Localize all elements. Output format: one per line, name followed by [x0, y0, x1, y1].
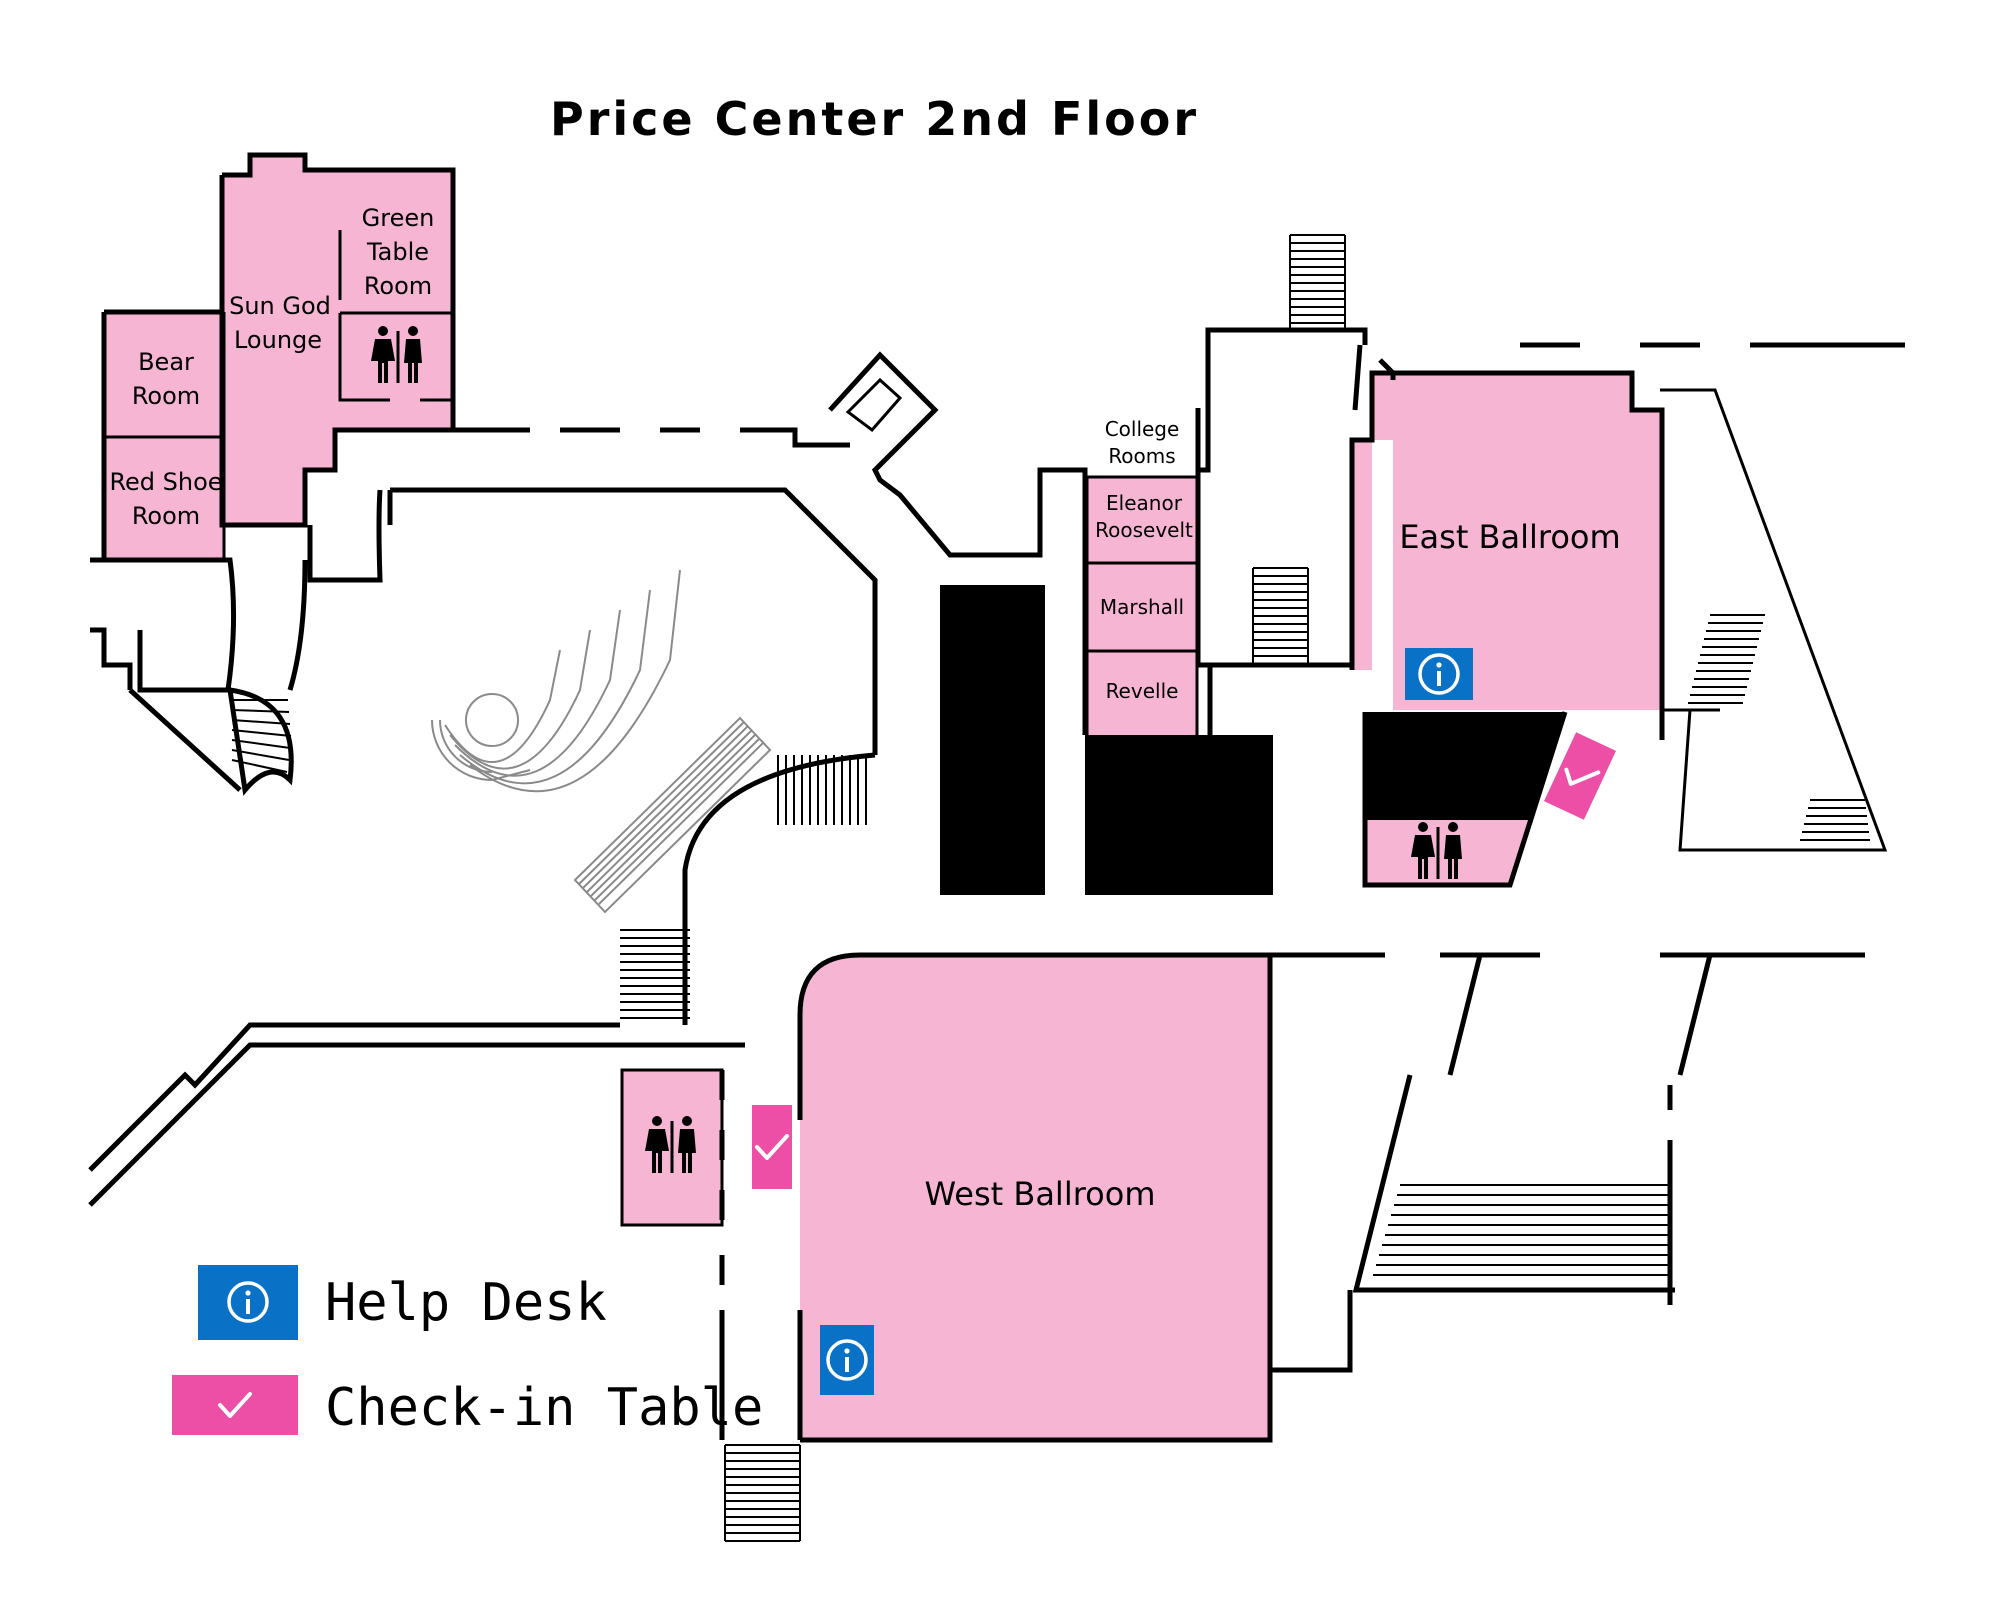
- svg-text:Eleanor: Eleanor: [1106, 491, 1183, 515]
- central-walls: [950, 327, 1368, 735]
- service-core-east: [1085, 735, 1273, 895]
- sun-god-lounge-label: Sun God Lounge: [229, 292, 331, 354]
- northwest-rooms: [101, 152, 490, 562]
- east-service-core: [1365, 712, 1565, 820]
- east-ballroom: [1349, 342, 1905, 740]
- legend: Help Desk Check-in Table: [172, 1265, 763, 1438]
- eleanor-roosevelt-label: Eleanor Roosevelt: [1095, 491, 1193, 542]
- svg-text:Rooms: Rooms: [1108, 444, 1175, 468]
- college-rooms: [1085, 475, 1199, 735]
- west-corridor-walls: [88, 487, 878, 1207]
- east-lower-stair: [1800, 799, 1870, 841]
- east-triangle: [1660, 388, 1888, 852]
- revelle-label: Revelle: [1106, 679, 1179, 703]
- college-rooms-label: College Rooms: [1105, 417, 1180, 468]
- southeast-stair: [1373, 1184, 1670, 1276]
- north-corridor-wall: [490, 427, 850, 448]
- atrium-stair: [573, 716, 772, 914]
- west-ballroom-label: West Ballroom: [925, 1175, 1156, 1213]
- svg-text:Room: Room: [364, 272, 432, 300]
- east-stair: [1688, 614, 1765, 704]
- svg-text:Green: Green: [362, 204, 435, 232]
- central-stair: [1252, 567, 1309, 665]
- green-table-room-label: Green Table Room: [362, 204, 435, 300]
- red-shoe-room-label: Red Shoe Room: [109, 468, 222, 530]
- east-ballroom-label: East Ballroom: [1399, 518, 1620, 556]
- svg-text:Table: Table: [366, 238, 429, 266]
- marshall-label: Marshall: [1100, 595, 1184, 619]
- map-title: Price Center 2nd Floor: [550, 92, 1199, 146]
- svg-text:Roosevelt: Roosevelt: [1095, 518, 1193, 542]
- svg-text:Room: Room: [132, 382, 200, 410]
- northwest-stair: [828, 351, 1030, 558]
- atrium-south-stair: [777, 755, 867, 825]
- svg-text:Lounge: Lounge: [234, 326, 322, 354]
- legend-check-in-swatch: [172, 1375, 298, 1435]
- southwest-spiral-stair: [227, 687, 294, 796]
- legend-check-in-label: Check-in Table: [325, 1378, 763, 1438]
- svg-text:Room: Room: [132, 502, 200, 530]
- service-core-west: [940, 585, 1045, 895]
- corridor-stair: [620, 929, 690, 1019]
- svg-text:Bear: Bear: [138, 348, 194, 376]
- north-stair: [1289, 234, 1346, 330]
- svg-text:Red Shoe: Red Shoe: [109, 468, 222, 496]
- legend-help-desk-label: Help Desk: [325, 1273, 607, 1333]
- svg-text:College: College: [1105, 417, 1180, 441]
- southeast-corridor: [1352, 952, 1865, 1305]
- svg-text:Sun God: Sun God: [229, 292, 331, 320]
- bear-room-label: Bear Room: [132, 348, 200, 410]
- check-in-marker-east[interactable]: [1544, 732, 1616, 820]
- southwest-stair: [724, 1444, 801, 1542]
- amphitheater: [431, 569, 681, 793]
- west-ballroom: [797, 952, 1370, 1443]
